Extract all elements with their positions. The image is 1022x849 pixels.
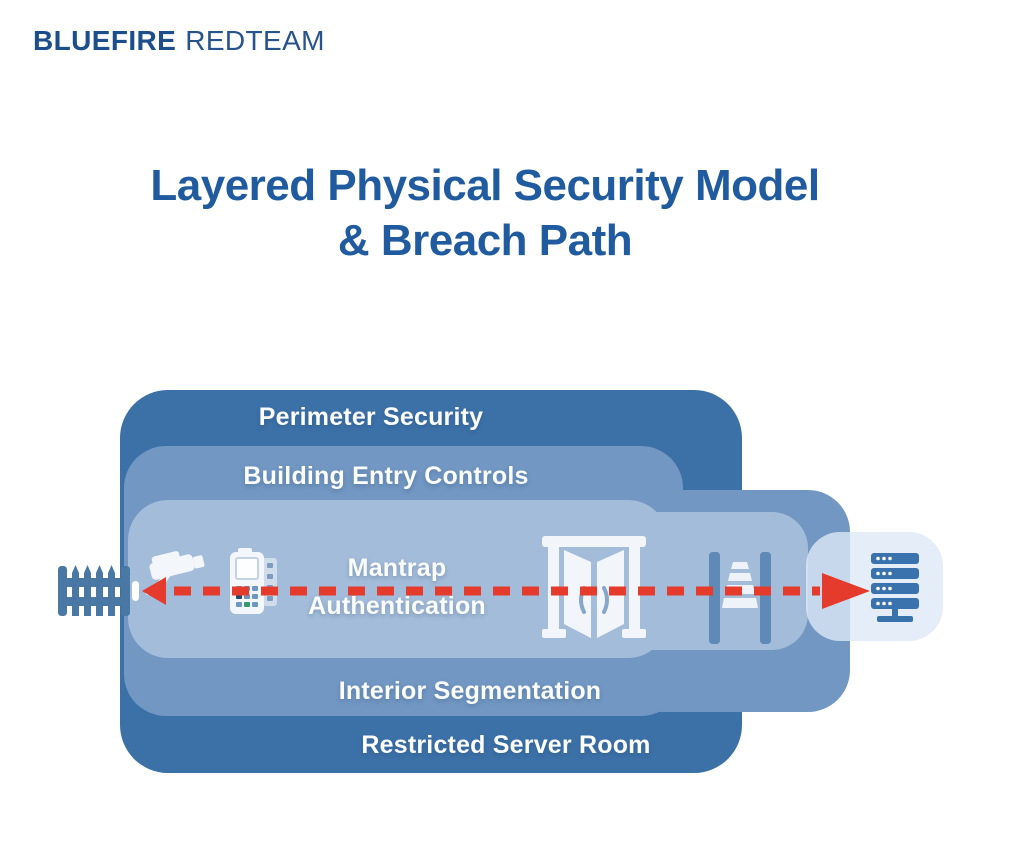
label-building-entry-controls: Building Entry Controls [243,462,529,490]
label-interior-segmentation: Interior Segmentation [338,677,602,705]
page-title-line1: Layered Physical Security Model [150,161,820,210]
label-mantrap-authentication: Mantrap Authentication [308,554,486,620]
page-title-line2: & Breach Path [337,216,633,265]
server-rack-icon [871,553,919,622]
arrowhead-right-icon [822,573,870,609]
arrowhead-left-icon [142,577,166,605]
page-title: Layered Physical Security Model & Breach… [0,158,970,268]
brand-logo-bluefire: BLUEFIRE [33,25,177,56]
brand-logo-redteam: REDTEAM [185,25,325,56]
double-door-icon [542,536,646,638]
breach-path-arrow [132,573,870,609]
label-perimeter-security: Perimeter Security [258,403,484,431]
label-restricted-server-room: Restricted Server Room [361,731,651,759]
path-start-marker [132,581,139,601]
fence-icon [58,565,130,616]
brand-logo: BLUEFIRE REDTEAM [33,25,325,57]
